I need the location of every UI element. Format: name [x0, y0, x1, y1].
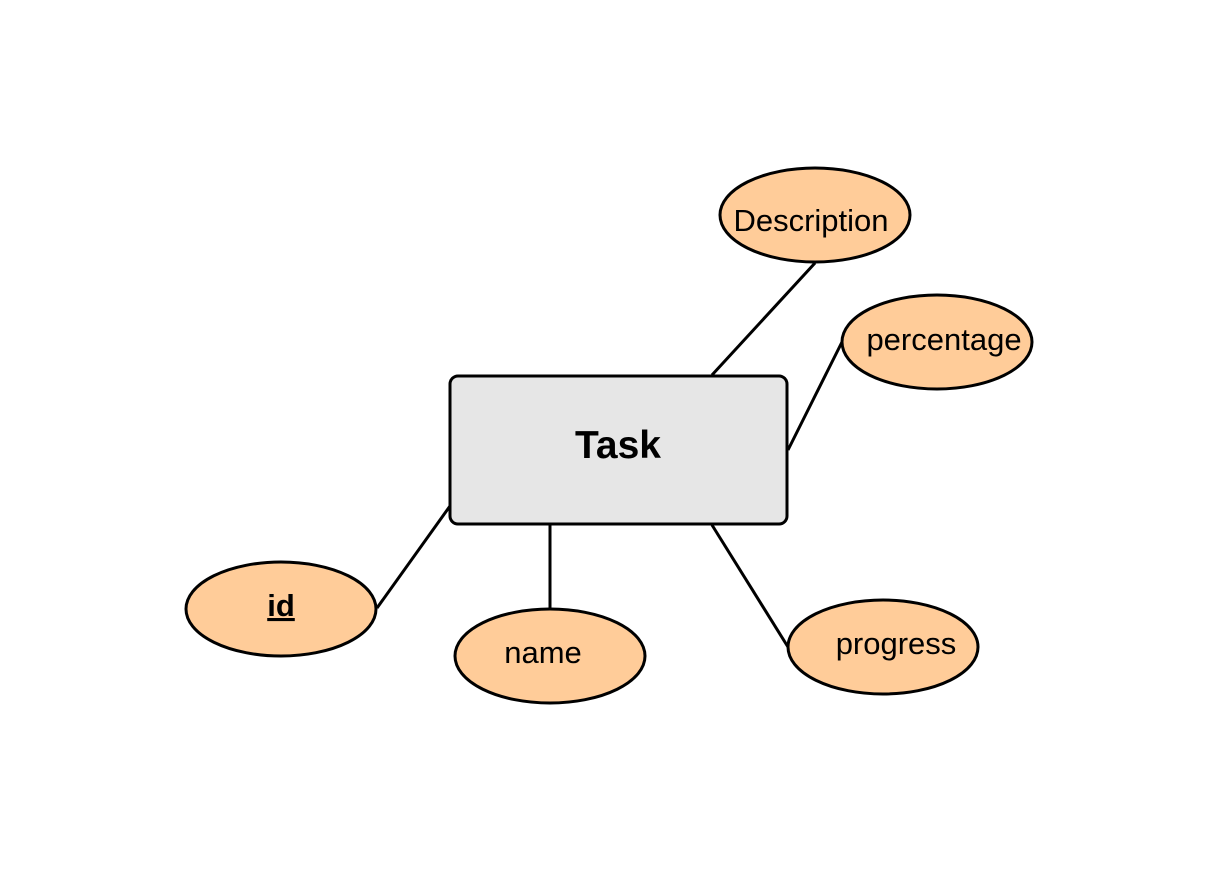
- attribute-label: Description: [733, 203, 888, 238]
- entity-label: Task: [575, 424, 661, 467]
- attribute-ellipse: [718, 166, 912, 264]
- attribute-ellipse: [786, 598, 980, 696]
- entity-task[interactable]: Task: [448, 374, 789, 526]
- attribute-ellipse: [840, 293, 1034, 391]
- attribute-label: name: [504, 635, 582, 670]
- attribute-id[interactable]: id: [184, 560, 378, 658]
- entity-box: [448, 374, 789, 526]
- connector-id: [375, 505, 452, 609]
- attribute-label: progress: [836, 626, 957, 661]
- connector-description: [710, 261, 817, 377]
- attribute-label: percentage: [866, 322, 1021, 357]
- attribute-ellipse: [453, 607, 647, 705]
- connector-percentage: [786, 341, 844, 451]
- attribute-name[interactable]: name: [453, 607, 647, 705]
- attribute-percentage[interactable]: percentage: [840, 293, 1034, 391]
- primary-key-label: id: [267, 588, 295, 623]
- attribute-progress[interactable]: progress: [786, 598, 980, 696]
- connector-progress: [710, 524, 790, 648]
- attribute-ellipse: [184, 560, 378, 658]
- attribute-description[interactable]: Description: [718, 166, 912, 264]
